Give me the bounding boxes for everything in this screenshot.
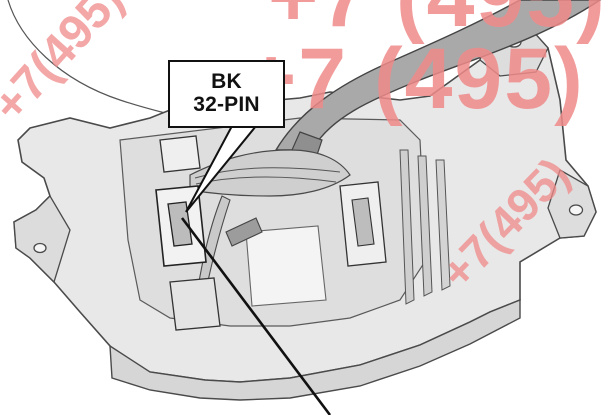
- bk-connector-latch: [167, 201, 193, 247]
- top-small-connector: [159, 135, 201, 173]
- wire-sleeve: [225, 217, 263, 247]
- connector-color-label: BK: [211, 70, 242, 94]
- leader-line: [180, 217, 332, 416]
- wire-bundle: [189, 149, 351, 197]
- connector-callout-label: BK 32-PIN: [168, 60, 285, 128]
- inner-tray: [119, 117, 427, 327]
- left-mount-tab: [13, 194, 71, 284]
- right-mount-hole: [568, 204, 584, 216]
- bracket-flange: [109, 298, 521, 401]
- connector-pin-count-label: 32-PIN: [193, 93, 260, 116]
- left-mount-hole: [33, 242, 47, 254]
- tray-window: [245, 225, 327, 307]
- right-mount-tab: [547, 169, 597, 239]
- rib-1: [399, 149, 415, 305]
- lower-connector-block: [169, 277, 221, 331]
- right-connector-latch: [351, 197, 375, 247]
- rib-2: [417, 155, 433, 297]
- rib-3: [435, 159, 451, 291]
